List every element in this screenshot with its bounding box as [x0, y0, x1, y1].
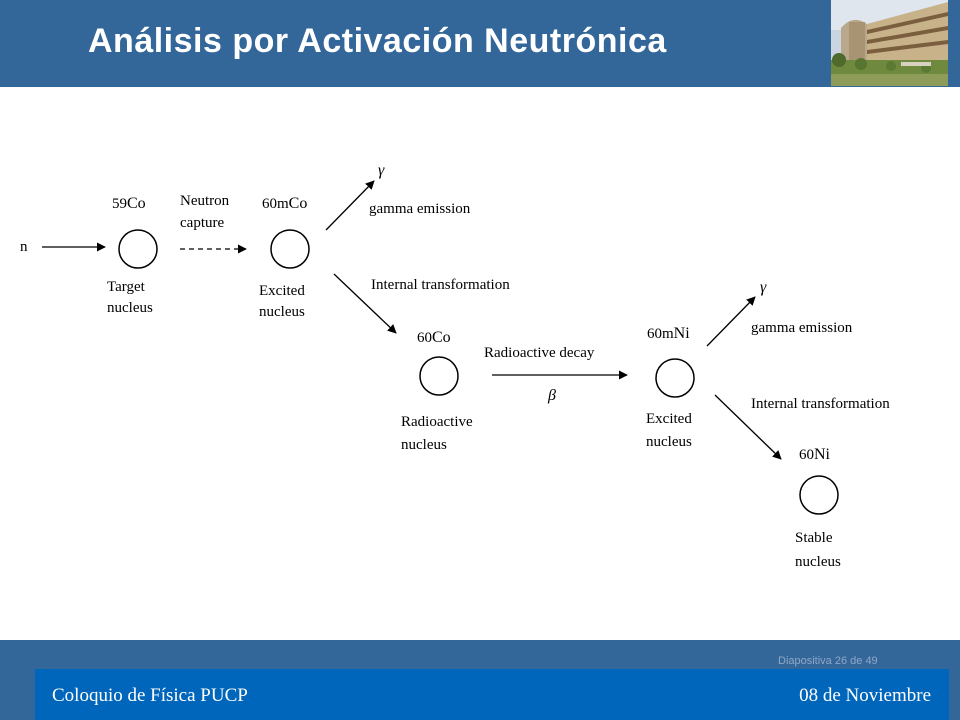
footer-bar: Coloquio de Física PUCP 08 de Noviembre [35, 669, 949, 720]
neutron-capture-label-1: Neutron [180, 193, 230, 209]
internal-transformation-arrow-2 [714, 394, 782, 460]
stable-nucleus-circle [799, 475, 839, 515]
excited-ni-label-2: nucleus [646, 434, 692, 450]
slide-title: Análisis por Activación Neutrónica [88, 22, 667, 60]
excited-co-label-2: nucleus [259, 304, 305, 320]
footer-event-name: Coloquio de Física PUCP [52, 685, 248, 706]
building-photo-image [831, 0, 948, 86]
diagram-svg: n 59Co Target nucleus Neutron capture 60… [20, 162, 890, 570]
slide-header: Análisis por Activación Neutrónica [0, 0, 960, 87]
target-nucleus-circle [118, 229, 158, 269]
internal-transformation-label-2: Internal transformation [751, 396, 890, 412]
gamma-symbol-2: γ [760, 279, 767, 296]
stable-nucleus-isotope: 60Ni [799, 446, 831, 463]
radioactive-decay-label: Radioactive decay [484, 345, 595, 361]
stable-nucleus-label-1: Stable [795, 530, 833, 546]
header-building-photo [831, 0, 948, 86]
gamma-emission-arrow-1 [325, 180, 375, 231]
excited-co-circle [270, 229, 310, 269]
internal-transformation-arrow-1 [333, 273, 397, 334]
internal-transformation-label-1: Internal transformation [371, 277, 510, 293]
excited-ni-circle [655, 358, 695, 398]
gamma-emission-label-1: gamma emission [369, 201, 471, 217]
slide-footer: Diapositiva 26 de 49 Coloquio de Física … [0, 640, 960, 720]
excited-co-isotope: 60mCo [262, 195, 307, 212]
slide-counter: Diapositiva 26 de 49 [778, 655, 878, 667]
incident-neutron-label: n [20, 239, 28, 255]
radioactive-nucleus-circle [419, 356, 459, 396]
radioactive-nucleus-isotope: 60Co [417, 329, 451, 346]
excited-ni-isotope: 60mNi [647, 325, 690, 342]
gamma-symbol-1: γ [378, 162, 385, 179]
stable-nucleus-label-2: nucleus [795, 554, 841, 570]
radioactive-nucleus-label-2: nucleus [401, 437, 447, 453]
excited-ni-label-1: Excited [646, 411, 692, 427]
radioactive-nucleus-label-1: Radioactive [401, 414, 473, 430]
target-nucleus-label-2: nucleus [107, 300, 153, 316]
beta-symbol: β [547, 387, 556, 404]
excited-co-label-1: Excited [259, 283, 305, 299]
footer-date: 08 de Noviembre [799, 685, 931, 706]
gamma-emission-label-2: gamma emission [751, 320, 853, 336]
neutron-activation-diagram: n 59Co Target nucleus Neutron capture 60… [0, 87, 960, 640]
neutron-capture-label-2: capture [180, 215, 224, 231]
target-nucleus-label-1: Target [107, 279, 146, 295]
gamma-emission-arrow-2 [706, 296, 756, 347]
target-nucleus-isotope: 59Co [112, 195, 146, 212]
